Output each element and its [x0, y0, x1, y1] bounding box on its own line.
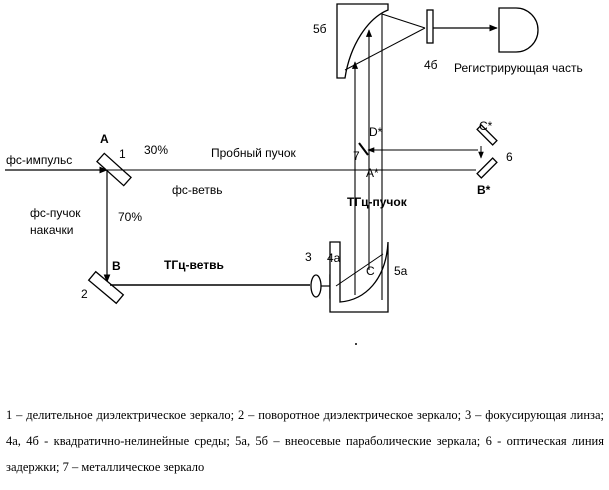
label-1: 1	[119, 147, 126, 161]
label-4b: 4б	[424, 58, 438, 72]
label-5a: 5а	[394, 264, 408, 278]
figure-caption: 1 – делительное диэлектрическое зеркало;…	[6, 408, 604, 474]
parabolic-mirror-5b	[336, 3, 389, 79]
label-4a: 4а	[327, 251, 341, 265]
label-C-star: C*	[479, 119, 493, 133]
turning-mirror	[87, 270, 125, 305]
label-5b: 5б	[313, 22, 327, 36]
label-3: 3	[305, 250, 312, 264]
delay-line-mirror-upper	[476, 124, 498, 146]
focus-beam-upper	[344, 27, 426, 71]
label-30-percent: 30%	[144, 143, 168, 157]
label-C: C	[366, 264, 375, 278]
label-B: B	[112, 259, 121, 273]
label-fs-pump-line2: накачки	[30, 223, 73, 237]
label-A-star: A*	[366, 166, 379, 180]
delay-line-mirror-lower	[476, 157, 498, 179]
nonlinear-crystal-4b	[426, 9, 434, 44]
focus-beam-lower	[381, 13, 426, 29]
optical-setup-diagram: A 1 фс-импульс 30% Пробный пучок фс-ветв…	[5, 3, 583, 345]
metallic-mirror	[358, 142, 369, 156]
label-D-star: D*	[369, 125, 383, 139]
label-A: A	[100, 132, 109, 146]
label-thz-beam: ТГц-пучок	[347, 195, 408, 209]
label-thz-branch: ТГц-ветвь	[164, 258, 224, 272]
label-fs-pump-line1: фс-пучок	[30, 206, 81, 220]
label-probe-beam: Пробный пучок	[211, 146, 297, 160]
label-registering-part: Регистрирующая часть	[454, 61, 583, 75]
label-B-star: B*	[477, 183, 491, 197]
detector	[498, 7, 539, 53]
label-fs-impulse: фс-импульс	[6, 153, 72, 167]
label-fs-branch: фс-ветвь	[172, 183, 223, 197]
label-6: 6	[506, 150, 513, 164]
stray-dot	[355, 343, 357, 345]
parabolic-mirror-5a	[329, 241, 389, 313]
label-2: 2	[81, 287, 88, 301]
label-70-percent: 70%	[118, 210, 142, 224]
crystal-to-mirror-beam	[335, 253, 384, 287]
focusing-lens	[310, 274, 322, 298]
label-7: 7	[353, 149, 360, 163]
